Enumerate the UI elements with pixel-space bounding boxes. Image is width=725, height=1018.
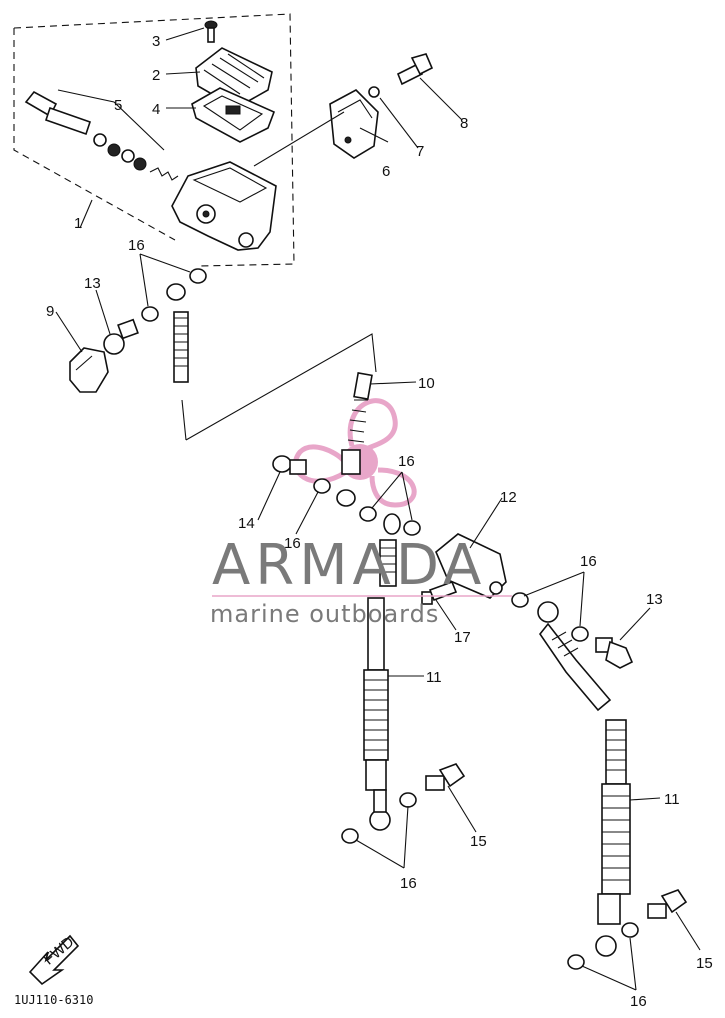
callout-14: 14 xyxy=(238,515,255,532)
callout-1: 1 xyxy=(74,215,82,232)
brake-hose-10 xyxy=(336,372,373,507)
brake-hose-11-left xyxy=(363,597,391,831)
union-bolt-upper xyxy=(103,318,139,355)
callout-5: 5 xyxy=(114,97,122,114)
callout-16d: 16 xyxy=(580,553,597,570)
callout-7: 7 xyxy=(416,143,424,160)
holder-bolt xyxy=(396,53,434,86)
diaphragm xyxy=(191,87,276,143)
callout-13b: 13 xyxy=(646,591,663,608)
piston-kit xyxy=(24,89,179,181)
upper-hose-left xyxy=(166,283,189,383)
holder-washer xyxy=(368,86,380,98)
callouts: 3 2 4 5 1 6 7 8 16 13 9 10 16 12 14 16 1… xyxy=(46,33,713,1010)
callout-16b: 16 xyxy=(398,453,415,470)
washer-mid-1 xyxy=(313,478,331,494)
union-bolt-right xyxy=(595,637,634,669)
three-way-joint xyxy=(435,533,507,599)
master-cylinder-body xyxy=(171,161,277,251)
washer-mid-3 xyxy=(403,520,421,536)
washer-lower-left-1 xyxy=(399,792,417,808)
forward-arrow-icon: FWD xyxy=(28,933,80,986)
washer-mid-2 xyxy=(359,506,377,522)
brake-hose-11-right xyxy=(537,601,631,957)
union-bolt-15-right xyxy=(647,889,688,919)
watermark-brand: ARMADA xyxy=(212,533,486,598)
union-bolt-15-left xyxy=(425,763,466,791)
washer-right-1 xyxy=(511,592,529,608)
master-cylinder-assembly-outline xyxy=(13,13,295,267)
callout-17: 17 xyxy=(454,629,471,646)
callout-16a: 16 xyxy=(128,237,145,254)
handlebar-holder xyxy=(329,89,379,159)
callout-2: 2 xyxy=(152,67,160,84)
callout-15b: 15 xyxy=(696,955,713,972)
leader-lines xyxy=(55,27,701,991)
callout-16c: 16 xyxy=(284,535,301,552)
drawing-code: 1UJ110-6310 xyxy=(14,993,93,1007)
watermark-tagline: marine outboards xyxy=(210,600,439,628)
callout-9: 9 xyxy=(46,303,54,320)
rubber-boot xyxy=(69,347,109,393)
callout-4: 4 xyxy=(152,101,160,118)
callout-8: 8 xyxy=(460,115,468,132)
callout-10: 10 xyxy=(418,375,435,392)
washer-lower-right-2 xyxy=(567,954,585,970)
union-bolt-14 xyxy=(272,455,307,475)
callout-11a: 11 xyxy=(426,669,442,686)
washer-right-2 xyxy=(571,626,589,642)
washer-upper-2 xyxy=(189,268,207,284)
hose-joint xyxy=(379,513,401,587)
washer-upper-1 xyxy=(141,306,159,322)
callout-16f: 16 xyxy=(630,993,647,1010)
washer-lower-right-1 xyxy=(621,922,639,938)
callout-12: 12 xyxy=(500,489,517,506)
washer-lower-left-2 xyxy=(341,828,359,844)
callout-3: 3 xyxy=(152,33,160,50)
callout-16e: 16 xyxy=(400,875,417,892)
callout-6: 6 xyxy=(382,163,390,180)
callout-15a: 15 xyxy=(470,833,487,850)
callout-11b: 11 xyxy=(664,791,680,808)
cap-screw xyxy=(204,20,218,43)
callout-13a: 13 xyxy=(84,275,101,292)
